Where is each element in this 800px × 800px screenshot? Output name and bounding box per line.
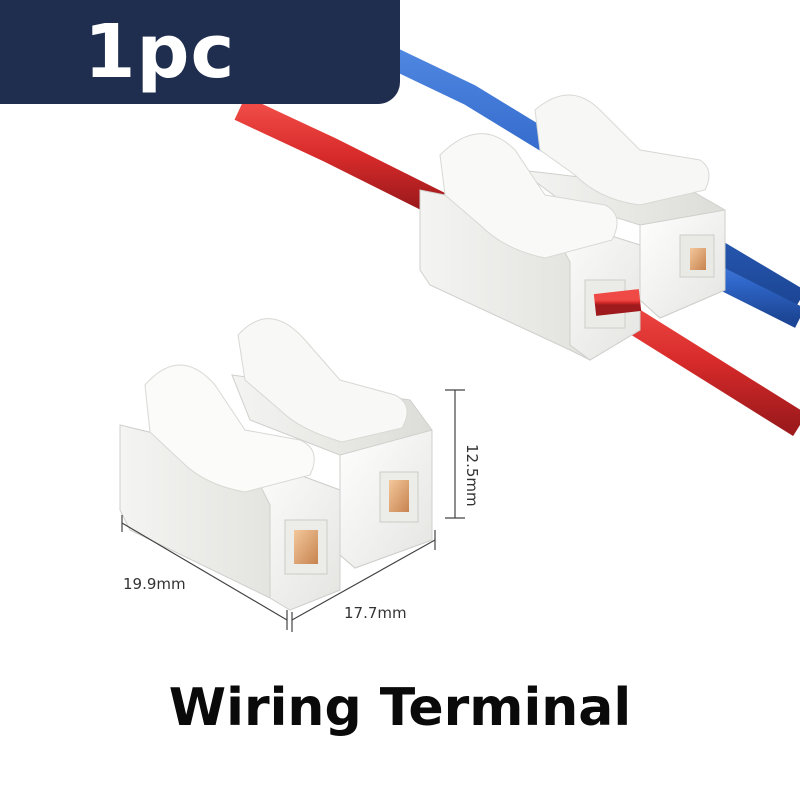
quantity-label: 1pc xyxy=(84,9,236,95)
product-title: Wiring Terminal xyxy=(168,678,632,738)
wired-connector xyxy=(419,94,726,361)
height-dimension-label: 12.5mm xyxy=(463,444,481,507)
contact-icon xyxy=(389,480,409,512)
width-dimension-label: 19.9mm xyxy=(123,575,186,593)
depth-dimension-label: 17.7mm xyxy=(344,604,407,622)
contact-icon xyxy=(294,530,318,564)
quantity-banner: 1pc xyxy=(0,0,400,104)
connector xyxy=(119,318,433,611)
depth-dimension-line xyxy=(291,530,436,632)
width-dimension-line xyxy=(121,515,288,630)
height-dimension-line xyxy=(445,389,465,519)
